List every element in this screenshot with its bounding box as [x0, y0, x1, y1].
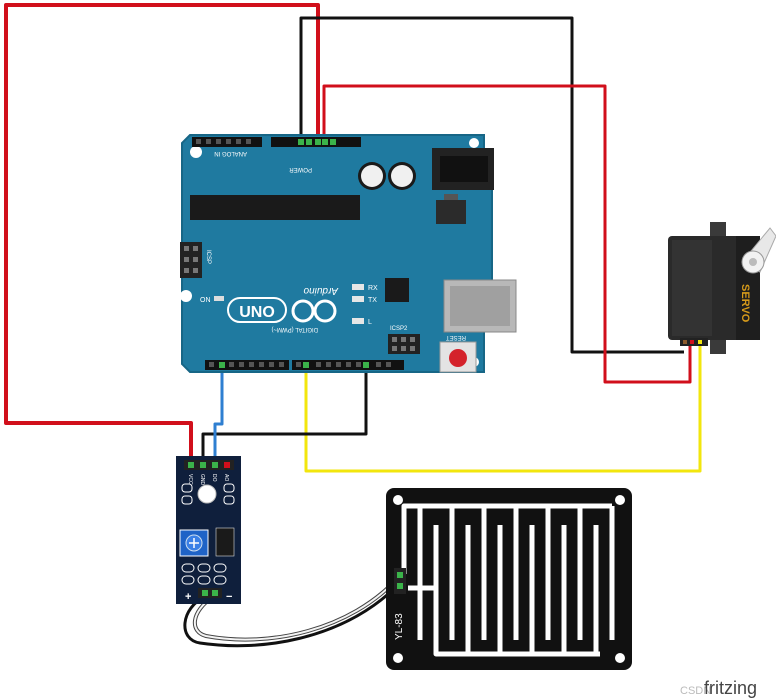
atmega-chip — [190, 195, 360, 220]
tx-label: TX — [368, 297, 377, 304]
wires — [4, 3, 702, 648]
icsp-header — [180, 242, 202, 278]
uno-label: UNO — [239, 304, 275, 321]
usb-chip — [385, 278, 409, 302]
wire-yellow-servo-signal — [304, 342, 702, 473]
mounting-hole — [190, 146, 202, 158]
rain-plate-connector — [394, 568, 406, 594]
mounting-hole — [469, 138, 479, 148]
digital-header-low — [205, 360, 289, 370]
pin-gnd-connected — [363, 362, 369, 368]
uno-logo-box — [227, 297, 287, 323]
on-label: ON — [200, 297, 211, 304]
rain-plate-yl83: YL-83 — [386, 488, 632, 670]
csdn-watermark: CSDN — [680, 685, 711, 697]
reset-label: RESET — [446, 334, 466, 340]
module-led — [197, 484, 217, 504]
wire-red-vcc — [4, 3, 320, 460]
pin-d7-connected — [303, 362, 309, 368]
rx-label: RX — [368, 285, 378, 292]
yl83-label: YL-83 — [394, 613, 405, 640]
pin-label-do: DO — [211, 474, 217, 482]
digital-label: DIGITAL (PWM~) — [271, 326, 318, 332]
plus-label: + — [185, 591, 191, 603]
l-label: L — [368, 319, 372, 326]
comb-trace-b — [408, 525, 600, 657]
icsp2-label: ICSP2 — [390, 326, 408, 332]
wire-black-servo-gnd — [299, 16, 684, 354]
on-led — [214, 296, 224, 301]
pin-label-vcc: VCC — [187, 474, 193, 485]
rain-sensor-module: VCC GND DO AO + − — [176, 456, 241, 604]
voltage-regulator — [436, 200, 466, 224]
arduino-brand: Arduino — [303, 285, 339, 296]
module-header — [184, 460, 234, 470]
wire-black-probe — [183, 586, 397, 648]
pin-label-gnd: GND — [199, 474, 205, 486]
arduino-infinity-icon — [291, 299, 337, 323]
tx-led — [352, 296, 364, 302]
wire-blue-module-do — [213, 365, 224, 460]
comb-trace-a — [401, 503, 615, 640]
rx-led — [352, 284, 364, 290]
power-label: POWER — [289, 166, 312, 172]
arduino-uno-board: ANALOG IN POWER ICSP ON UNO Arduino — [180, 134, 517, 373]
probe-header — [198, 588, 222, 598]
analog-in-label: ANALOG IN — [214, 150, 247, 156]
pin-label-ao: AO — [223, 474, 229, 481]
comparator-chip — [215, 527, 235, 557]
l-led — [352, 318, 364, 324]
servo-label: SERVO — [739, 284, 751, 323]
minus-label: − — [226, 591, 232, 603]
fritzing-logo: fritzing — [704, 678, 757, 698]
wire-black-module-gnd — [201, 365, 368, 460]
pin-d2-connected — [219, 362, 225, 368]
servo-motor: SERVO — [668, 222, 776, 354]
wire-red-servo-vcc — [322, 84, 692, 384]
rain-plate-board — [386, 488, 632, 670]
mounting-hole — [180, 290, 192, 302]
wire-white-probe — [193, 577, 399, 641]
icsp-label: ICSP — [205, 250, 211, 264]
power-header-pins — [298, 139, 336, 145]
